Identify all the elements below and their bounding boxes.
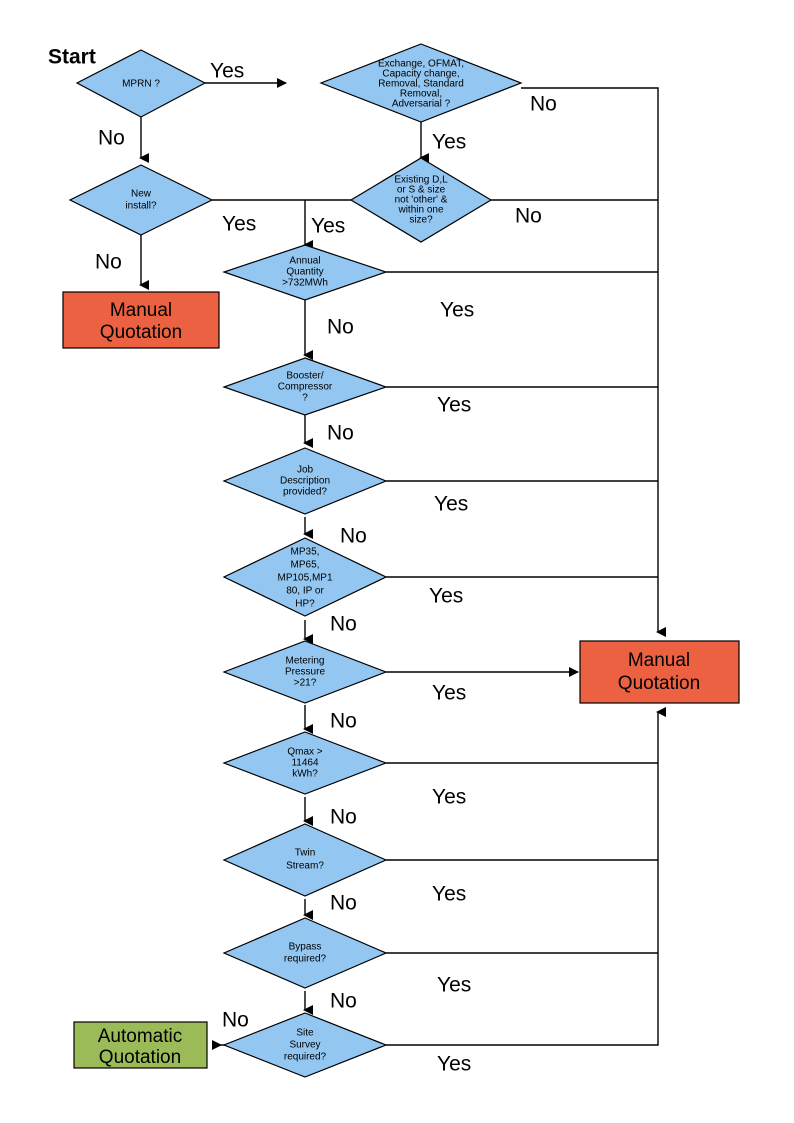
manual-left-line1: Manual [110, 300, 172, 321]
label-exchange-no: No [530, 93, 557, 116]
node-existing-line5: size? [409, 215, 433, 226]
node-survey-line2: Survey [289, 1040, 320, 1051]
node-qmax-line3: kWh? [292, 769, 318, 780]
node-survey-line3: required? [284, 1052, 327, 1063]
edge-survey-yes [386, 707, 666, 1046]
node-site-survey[interactable]: Site Survey required? [222, 1012, 388, 1078]
node-exchange-line1: Exchange, OFMAT, [378, 59, 464, 70]
automatic-line2: Quotation [99, 1047, 181, 1068]
node-existing-line2: or S & size [397, 185, 446, 196]
label-exchange-yes: Yes [432, 131, 466, 154]
label-survey-no: No [222, 1009, 249, 1032]
label-bypass-no: No [330, 990, 357, 1013]
node-qmax-line1: Qmax > [287, 747, 322, 758]
node-survey-line1: Site [296, 1028, 314, 1039]
node-job-line2: Description [280, 476, 330, 487]
node-bypass-line1: Bypass [289, 942, 322, 953]
label-new-install-yes: Yes [222, 213, 256, 236]
node-job-description[interactable]: Job Description provided? [222, 447, 388, 515]
label-twin-no: No [330, 892, 357, 915]
node-manual-quotation-right[interactable]: Manual Quotation [579, 640, 740, 704]
node-existing-dls[interactable]: Existing D,L or S & size not 'other' & w… [349, 157, 493, 243]
automatic-line1: Automatic [98, 1026, 182, 1047]
node-manual-quotation-left[interactable]: Manual Quotation [62, 291, 220, 349]
label-metering-yes: Yes [432, 682, 466, 705]
label-booster-no: No [327, 422, 354, 445]
node-tier-line2: MP65, [291, 560, 320, 571]
node-metering-line1: Metering [286, 656, 325, 667]
node-exchange-line5: Adversarial ? [392, 99, 451, 110]
node-tier-line1: MP35, [291, 547, 320, 558]
node-qmax[interactable]: Qmax > 11464 kWh? [222, 731, 388, 795]
node-bypass[interactable]: Bypass required? [222, 917, 388, 989]
node-pressure-tier[interactable]: MP35, MP65, MP105,MP1 80, IP or HP? [222, 537, 388, 617]
label-booster-yes: Yes [437, 394, 471, 417]
node-new-install-line2: install? [125, 201, 157, 212]
label-mprn-yes: Yes [210, 60, 244, 83]
node-new-install[interactable]: New install? [68, 164, 214, 236]
label-metering-no: No [330, 710, 357, 733]
label-new-install-no: No [95, 251, 122, 274]
node-new-install-line1: New [131, 189, 152, 200]
node-job-line3: provided? [283, 487, 327, 498]
node-booster-line3: ? [302, 393, 308, 404]
node-mprn[interactable]: MPRN ? [75, 49, 207, 118]
node-tier-line3: MP105,MP1 [277, 573, 332, 584]
node-twin-line2: Stream? [286, 861, 324, 872]
label-survey-yes: Yes [437, 1053, 471, 1076]
node-annual-line1: Annual [289, 256, 320, 267]
node-annual-line2: Quantity [286, 267, 323, 278]
node-existing-line1: Existing D,L [394, 175, 448, 186]
label-tier-no: No [330, 613, 357, 636]
node-tier-line5: HP? [295, 599, 315, 610]
node-job-line1: Job [297, 465, 314, 476]
label-twin-yes: Yes [432, 883, 466, 906]
node-tier-line4: 80, IP or [286, 586, 324, 597]
node-annual-line3: >732MWh [282, 278, 328, 289]
start-label: Start [48, 46, 96, 69]
node-qmax-line2: 11464 [291, 758, 319, 769]
node-booster-line1: Booster/ [286, 371, 323, 382]
node-metering-pressure[interactable]: Metering Pressure >21? [222, 640, 388, 704]
label-existing-no: No [515, 205, 542, 228]
node-booster-compressor[interactable]: Booster/ Compressor ? [222, 357, 388, 416]
node-metering-line2: Pressure [285, 667, 325, 678]
manual-right-line1: Manual [628, 650, 690, 671]
manual-right-line2: Quotation [618, 673, 700, 694]
label-qmax-no: No [330, 806, 357, 829]
node-metering-line3: >21? [294, 678, 317, 689]
label-job-no: No [340, 525, 367, 548]
node-exchange-line3: Removal, Standard [378, 79, 464, 90]
node-twin-line1: Twin [295, 848, 316, 859]
node-existing-line3: not 'other' & [395, 195, 448, 206]
label-mprn-no: No [98, 127, 125, 150]
node-mprn-label: MPRN ? [122, 79, 160, 90]
node-bypass-line2: required? [284, 954, 327, 965]
node-booster-line2: Compressor [278, 382, 333, 393]
label-job-yes: Yes [434, 493, 468, 516]
label-qmax-yes: Yes [432, 786, 466, 809]
manual-left-line2: Quotation [100, 322, 182, 343]
label-annual-no: No [327, 316, 354, 339]
node-annual-quantity[interactable]: Annual Quantity >732MWh [222, 244, 388, 301]
node-existing-line4: within one [397, 205, 443, 216]
node-exchange[interactable]: Exchange, OFMAT, Capacity change, Remova… [319, 43, 523, 123]
label-existing-yes: Yes [311, 215, 345, 238]
label-tier-yes: Yes [429, 585, 463, 608]
node-exchange-line4: Removal, [400, 89, 442, 100]
node-automatic-quotation[interactable]: Automatic Quotation [73, 1021, 208, 1069]
edge-exchange-no [521, 87, 666, 637]
node-twin-stream[interactable]: Twin Stream? [222, 823, 388, 897]
label-bypass-yes: Yes [437, 974, 471, 997]
node-exchange-line2: Capacity change, [382, 69, 459, 80]
label-annual-yes: Yes [440, 299, 474, 322]
